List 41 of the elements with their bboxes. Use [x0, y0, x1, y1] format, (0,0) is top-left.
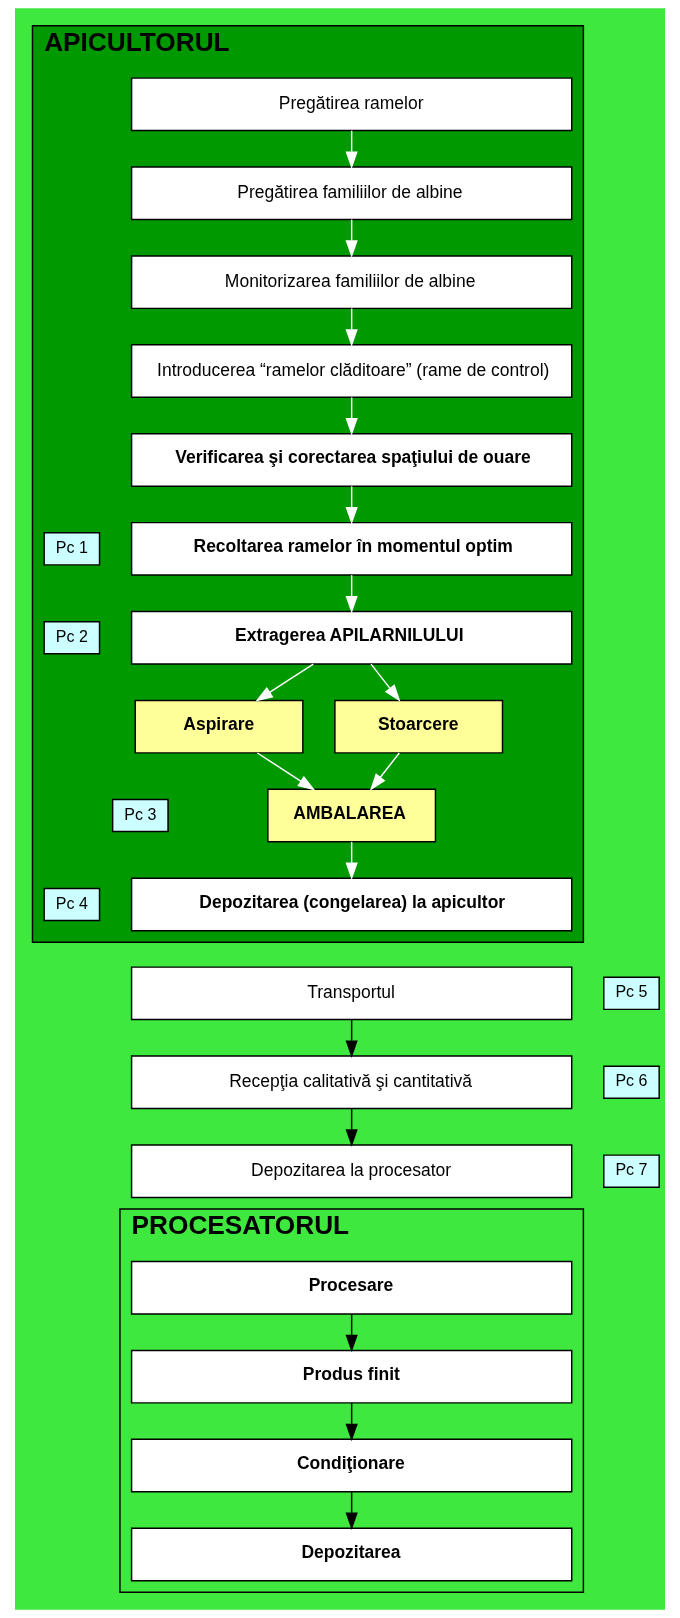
arrow — [345, 574, 358, 614]
node-box: Pc 1 — [43, 532, 101, 566]
node-box: Aspirare — [134, 699, 304, 754]
arrow — [345, 485, 358, 525]
arrow — [345, 1402, 358, 1442]
node-box: Condiţionare — [130, 1438, 573, 1493]
arrow — [345, 307, 358, 347]
node-box: Procesare — [130, 1260, 573, 1315]
node-box: Pc 6 — [603, 1065, 660, 1099]
node-box: Pc 7 — [603, 1154, 660, 1188]
node-box: Pc 5 — [603, 976, 660, 1011]
node-box: Transportul — [130, 966, 573, 1021]
node-box: Monitorizarea familiilor de albine — [130, 255, 573, 310]
node-box: Recoltarea ramelor în momentul optim — [130, 521, 573, 576]
node-box: Verificarea şi corectarea spaţiului de ouare — [130, 433, 573, 487]
node-box: Pc 4 — [43, 887, 101, 922]
node-box: Pregătirea familiilor de albine — [130, 166, 573, 221]
arrow — [345, 129, 358, 169]
arrow — [345, 218, 358, 258]
arrow — [256, 752, 316, 791]
arrow — [255, 663, 315, 702]
node-box: Depozitarea la procesator — [130, 1144, 573, 1199]
arrow — [345, 1313, 358, 1353]
node-box: Pregătirea ramelor — [130, 77, 573, 132]
arrow — [345, 1107, 358, 1147]
node-box: Introducerea “ramelor clăditoare” (rame de control) — [130, 344, 573, 398]
arrow — [345, 1018, 358, 1058]
arrow — [345, 396, 358, 436]
node-box: AMBALAREA — [267, 788, 437, 843]
arrow — [369, 752, 401, 791]
node-box: Produs finit — [130, 1349, 573, 1404]
arrow — [345, 1491, 358, 1531]
node-box: Extragerea APILARNILULUI — [130, 610, 573, 665]
arrow — [345, 841, 358, 881]
arrow — [370, 663, 401, 702]
node-box: Depozitarea — [130, 1527, 573, 1582]
node-box: Pc 2 — [43, 621, 101, 655]
node-box: Pc 3 — [111, 798, 169, 833]
node-box: Recepţia calitativă şi cantitativă — [130, 1055, 573, 1110]
node-box: Stoarcere — [334, 699, 504, 754]
node-box: Depozitarea (congelarea) la apicultor — [130, 877, 573, 932]
